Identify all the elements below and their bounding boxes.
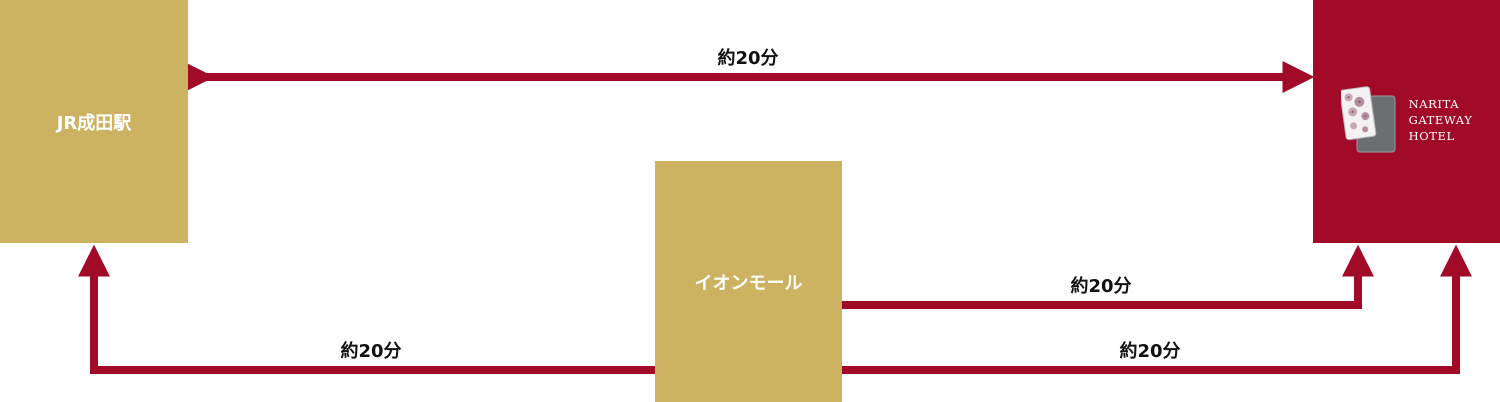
narita-gateway-hotel-box: Narita Gateway Hotel [1313,0,1500,243]
route-time-aeon-jr: 約20分 [340,341,402,362]
aeon-mall-label: イオンモール [694,272,803,294]
sakura-card-emblem-icon [1339,84,1399,156]
aeon-mall-box: イオンモール [655,161,842,402]
jr-narita-station-box: JR成田駅 [0,0,188,243]
hotel-name-line-3: Hotel [1408,128,1455,143]
hotel-name-line-2: Gateway [1408,112,1473,127]
arrow-aeon-to-jr [78,244,655,374]
arrow-aeon-to-hotel-upper [842,244,1374,309]
arrow-aeon-to-hotel-lower [842,244,1472,374]
hotel-name-line-1: Narita [1408,96,1460,111]
route-time-jr-hotel: 約20分 [717,48,779,69]
hotel-name: Narita Gateway Hotel [1409,96,1473,144]
route-time-aeon-hotel-upper: 約20分 [1070,276,1132,297]
route-time-aeon-hotel-lower: 約20分 [1119,341,1181,362]
hotel-logo: Narita Gateway Hotel [1339,84,1473,156]
jr-narita-station-label: JR成田駅 [56,112,132,134]
